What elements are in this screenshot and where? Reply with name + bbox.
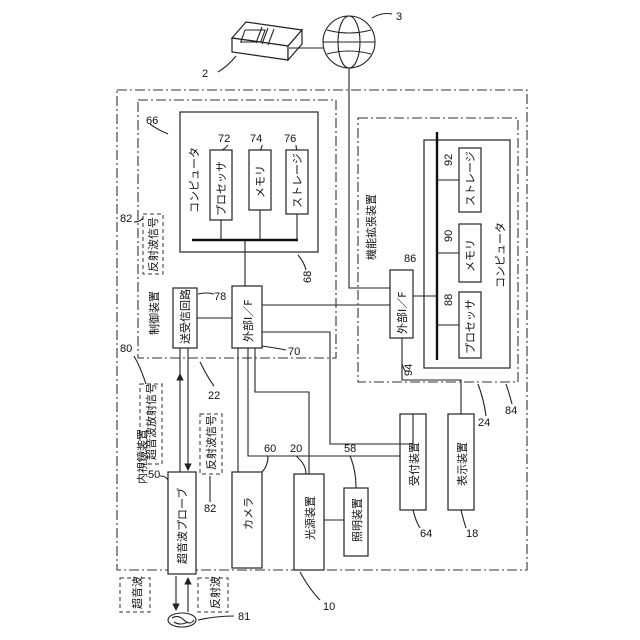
ultrasound-label: 超音波	[130, 576, 144, 609]
reflected-signal-top-label: 反射波信号	[146, 217, 160, 272]
ref-50: 50	[148, 469, 160, 481]
ref-84: 84	[505, 405, 517, 417]
ref-90: 90	[443, 230, 455, 242]
reception-label: 受付装置	[408, 442, 421, 486]
network-globe-icon	[323, 16, 375, 68]
ref-82-top: 82	[120, 213, 132, 225]
probe-label: 超音波プローブ	[175, 488, 189, 564]
illumination-label: 照明装置	[351, 498, 364, 542]
ref-22: 22	[208, 390, 220, 402]
ref-10: 10	[323, 601, 335, 613]
computer-main-label: コンピュータ	[188, 147, 201, 213]
reflected-wave-label: 反射波	[208, 576, 222, 609]
light-source-label: 光源装置	[303, 496, 317, 540]
ref-80: 80	[120, 343, 132, 355]
ref-88: 88	[443, 294, 455, 306]
ref-68: 68	[302, 271, 314, 283]
ref-82-mid: 82	[204, 503, 216, 515]
server-icon	[232, 22, 302, 60]
storage-main-label: ストレージ	[291, 153, 304, 208]
processor-main-label: プロセッサ	[215, 161, 228, 216]
ref-81: 81	[238, 611, 250, 623]
ref-92: 92	[443, 154, 455, 166]
ref-74: 74	[250, 133, 262, 145]
reflected-signal-mid-label: 反射波信号	[204, 415, 218, 470]
display-label: 表示装置	[455, 442, 469, 486]
ref-66: 66	[146, 115, 158, 127]
memory-main-label: メモリ	[254, 165, 267, 198]
ext-if-ext-label: 外部I／F	[395, 291, 409, 334]
ref-3: 3	[396, 11, 402, 23]
ref-72: 72	[218, 133, 230, 145]
transceiver-label: 送受信回路	[178, 289, 192, 344]
control-device-label: 制御装置	[147, 291, 161, 335]
ref-78: 78	[214, 291, 226, 303]
ref-2: 2	[202, 68, 208, 80]
ext-if-main-label: 外部I／F	[241, 299, 255, 342]
expansion-device-label: 機能拡張装置	[364, 194, 378, 260]
ref-64: 64	[420, 528, 432, 540]
ref-60: 60	[264, 443, 276, 455]
ref-70: 70	[288, 346, 300, 358]
computer-ext-label: コンピュータ	[494, 222, 507, 288]
ref-76: 76	[284, 133, 296, 145]
ref-20: 20	[290, 443, 302, 455]
storage-ext-label: ストレージ	[464, 151, 477, 206]
ref-24: 24	[478, 417, 490, 429]
target-tissue-icon	[168, 613, 196, 627]
camera-label: カメラ	[242, 497, 255, 530]
ref-18: 18	[466, 528, 478, 540]
processor-ext-label: プロセッサ	[464, 299, 477, 354]
memory-ext-label: メモリ	[464, 239, 477, 272]
ref-86: 86	[404, 253, 416, 265]
emission-signal-label: 超音波放射信号	[144, 383, 158, 460]
ref-58: 58	[344, 443, 356, 455]
